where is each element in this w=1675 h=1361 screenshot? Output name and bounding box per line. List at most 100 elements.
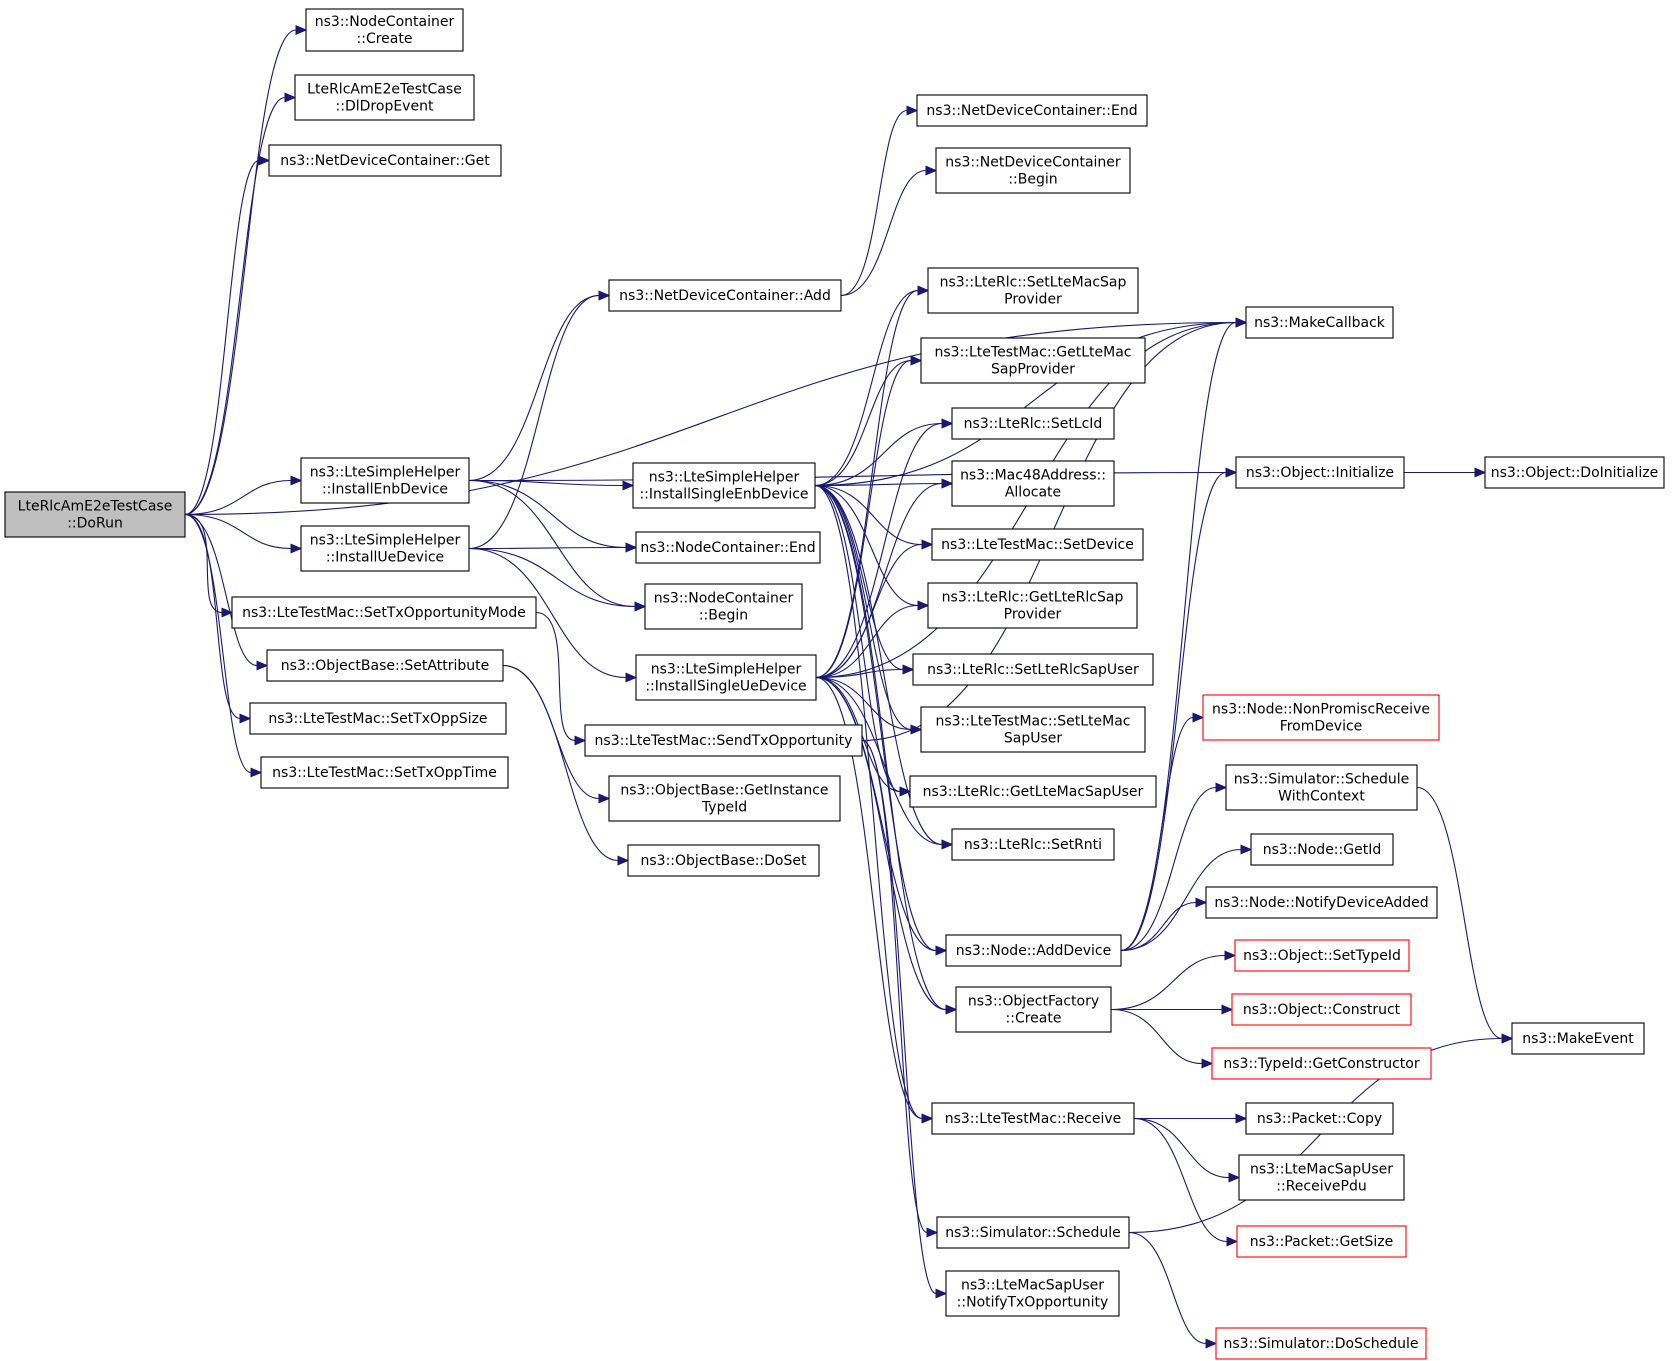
- node-nc-create[interactable]: ns3::NodeContainer::Create: [305, 8, 464, 52]
- edge-arrowhead: [625, 672, 638, 683]
- node-obj-init[interactable]: ns3::Object::Initialize: [1235, 456, 1405, 489]
- edge-line: [1120, 786, 1217, 952]
- node-box: [955, 986, 1112, 1033]
- node-makecallback[interactable]: ns3::MakeCallback: [1245, 306, 1394, 339]
- node-label-line: ns3::LteTestMac::SetLteMac: [935, 714, 1130, 730]
- node-label-line: FromDevice: [1280, 719, 1363, 735]
- edge-call: [840, 105, 919, 297]
- node-box: [936, 1216, 1130, 1249]
- node-label-line: ns3::LteTestMac::SetTxOpportunityMode: [242, 605, 526, 621]
- edge-arrowhead: [239, 713, 252, 724]
- edge-line: [861, 739, 928, 1234]
- node-box: [584, 724, 863, 757]
- edge-arrowhead: [935, 1288, 948, 1299]
- node-dldrop[interactable]: LteRlcAmE2eTestCase::DlDropEvent: [294, 74, 475, 121]
- node-install-enb[interactable]: ns3::LteSimpleHelper::InstallEnbDevice: [300, 457, 470, 504]
- node-box: [294, 74, 475, 121]
- node-single-ue[interactable]: ns3::LteSimpleHelper::InstallSingleUeDev…: [635, 654, 817, 701]
- node-setlcid[interactable]: ns3::LteRlc::SetLcId: [951, 407, 1115, 440]
- edge-call: [1110, 1008, 1214, 1069]
- node-sendtxopp[interactable]: ns3::LteTestMac::SendTxOpportunity: [584, 724, 863, 757]
- edge-arrowhead: [1474, 467, 1487, 478]
- node-pkt-copy[interactable]: ns3::Packet::Copy: [1245, 1102, 1394, 1135]
- node-box: [1231, 993, 1412, 1026]
- node-notifytxopp[interactable]: ns3::LteMacSapUser::NotifyTxOpportunity: [945, 1270, 1120, 1317]
- edge-arrowhead: [1201, 1058, 1214, 1069]
- node-node-getid[interactable]: ns3::Node::GetId: [1250, 833, 1394, 866]
- node-settypeid[interactable]: ns3::Object::SetTypeId: [1234, 939, 1410, 972]
- edge-arrowhead: [906, 105, 919, 116]
- node-setlterlcsapuser[interactable]: ns3::LteRlc::SetLteRlcSapUser: [912, 653, 1154, 686]
- edge-line: [502, 664, 619, 862]
- node-label-line: ns3::LteTestMac::SetTxOppTime: [272, 765, 497, 781]
- node-dorun[interactable]: LteRlcAmE2eTestCase::DoRun: [4, 491, 186, 538]
- node-box: [1238, 1154, 1405, 1201]
- node-obj-doinit[interactable]: ns3::Object::DoInitialize: [1484, 456, 1665, 489]
- edge-call: [814, 484, 915, 675]
- node-box: [927, 267, 1139, 314]
- node-label-line: ns3::Simulator::Schedule: [1234, 772, 1410, 788]
- node-label-line: ns3::TypeId::GetConstructor: [1223, 1056, 1419, 1072]
- edge-arrowhead: [935, 945, 948, 956]
- node-txoppsize[interactable]: ns3::LteTestMac::SetTxOppSize: [249, 702, 507, 735]
- edge-arrowhead: [1221, 1004, 1234, 1015]
- node-ndc-end[interactable]: ns3::NetDeviceContainer::End: [916, 94, 1148, 127]
- node-box: [951, 460, 1115, 507]
- node-set-txmode[interactable]: ns3::LteTestMac::SetTxOpportunityMode: [231, 596, 537, 629]
- node-txopptime[interactable]: ns3::LteTestMac::SetTxOppTime: [260, 756, 509, 789]
- edge-arrowhead: [1240, 844, 1253, 855]
- edge-arrowhead: [1225, 467, 1238, 478]
- node-getltemacsapuser[interactable]: ns3::LteRlc::GetLteMacSapUser: [909, 775, 1157, 808]
- edge-call: [184, 513, 303, 554]
- edge-line: [815, 676, 947, 1011]
- node-nc-end[interactable]: ns3::NodeContainer::End: [635, 531, 821, 564]
- node-of-create[interactable]: ns3::ObjectFactory::Create: [955, 986, 1112, 1033]
- node-ndc-add[interactable]: ns3::NetDeviceContainer::Add: [608, 279, 842, 312]
- node-label-line: ::Begin: [699, 608, 748, 624]
- edge-line: [468, 547, 636, 608]
- node-getconstructor[interactable]: ns3::TypeId::GetConstructor: [1211, 1047, 1432, 1080]
- node-obj-construct[interactable]: ns3::Object::Construct: [1231, 993, 1412, 1026]
- node-notifydevadded[interactable]: ns3::Node::NotifyDeviceAdded: [1205, 886, 1438, 919]
- node-install-ue[interactable]: ns3::LteSimpleHelper::InstallUeDevice: [300, 525, 470, 572]
- node-doschedule[interactable]: ns3::Simulator::DoSchedule: [1215, 1327, 1427, 1360]
- node-box: [608, 279, 842, 312]
- edge-line: [1120, 848, 1242, 952]
- node-receive[interactable]: ns3::LteTestMac::Receive: [931, 1102, 1135, 1135]
- node-mac48alloc[interactable]: ns3::Mac48Address::Allocate: [951, 460, 1115, 507]
- node-box: [935, 147, 1131, 194]
- node-doset[interactable]: ns3::ObjectBase::DoSet: [627, 844, 820, 877]
- edge-line: [815, 604, 919, 679]
- node-adddevice[interactable]: ns3::Node::AddDevice: [945, 934, 1122, 967]
- edge-arrowhead: [625, 542, 638, 553]
- node-box: [300, 457, 470, 504]
- node-makeevent[interactable]: ns3::MakeEvent: [1511, 1022, 1645, 1055]
- node-label-line: ns3::Mac48Address::: [960, 468, 1106, 484]
- node-label-line: ns3::LteSimpleHelper: [651, 662, 802, 678]
- node-setattr[interactable]: ns3::ObjectBase::SetAttribute: [266, 649, 504, 682]
- node-sim-schedule[interactable]: ns3::Simulator::Schedule: [936, 1216, 1130, 1249]
- node-single-enb[interactable]: ns3::LteSimpleHelper::InstallSingleEnbDe…: [632, 462, 816, 509]
- node-ndc-begin[interactable]: ns3::NetDeviceContainer::Begin: [935, 147, 1131, 194]
- node-setdevice[interactable]: ns3::LteTestMac::SetDevice: [931, 528, 1144, 561]
- node-box: [4, 491, 186, 538]
- node-nc-begin[interactable]: ns3::NodeContainer::Begin: [644, 583, 803, 630]
- edge-call: [184, 513, 269, 671]
- node-receivepdu[interactable]: ns3::LteMacSapUser::ReceivePdu: [1238, 1154, 1405, 1201]
- node-setrnti[interactable]: ns3::LteRlc::SetRnti: [951, 828, 1115, 861]
- node-ndc-get[interactable]: ns3::NetDeviceContainer::Get: [268, 144, 502, 177]
- node-label-line: ns3::ObjectFactory: [968, 994, 1099, 1010]
- node-box: [920, 706, 1146, 753]
- edge-call: [468, 479, 647, 612]
- edge-arrowhead: [921, 1113, 934, 1124]
- node-pkt-getsize[interactable]: ns3::Packet::GetSize: [1236, 1225, 1407, 1258]
